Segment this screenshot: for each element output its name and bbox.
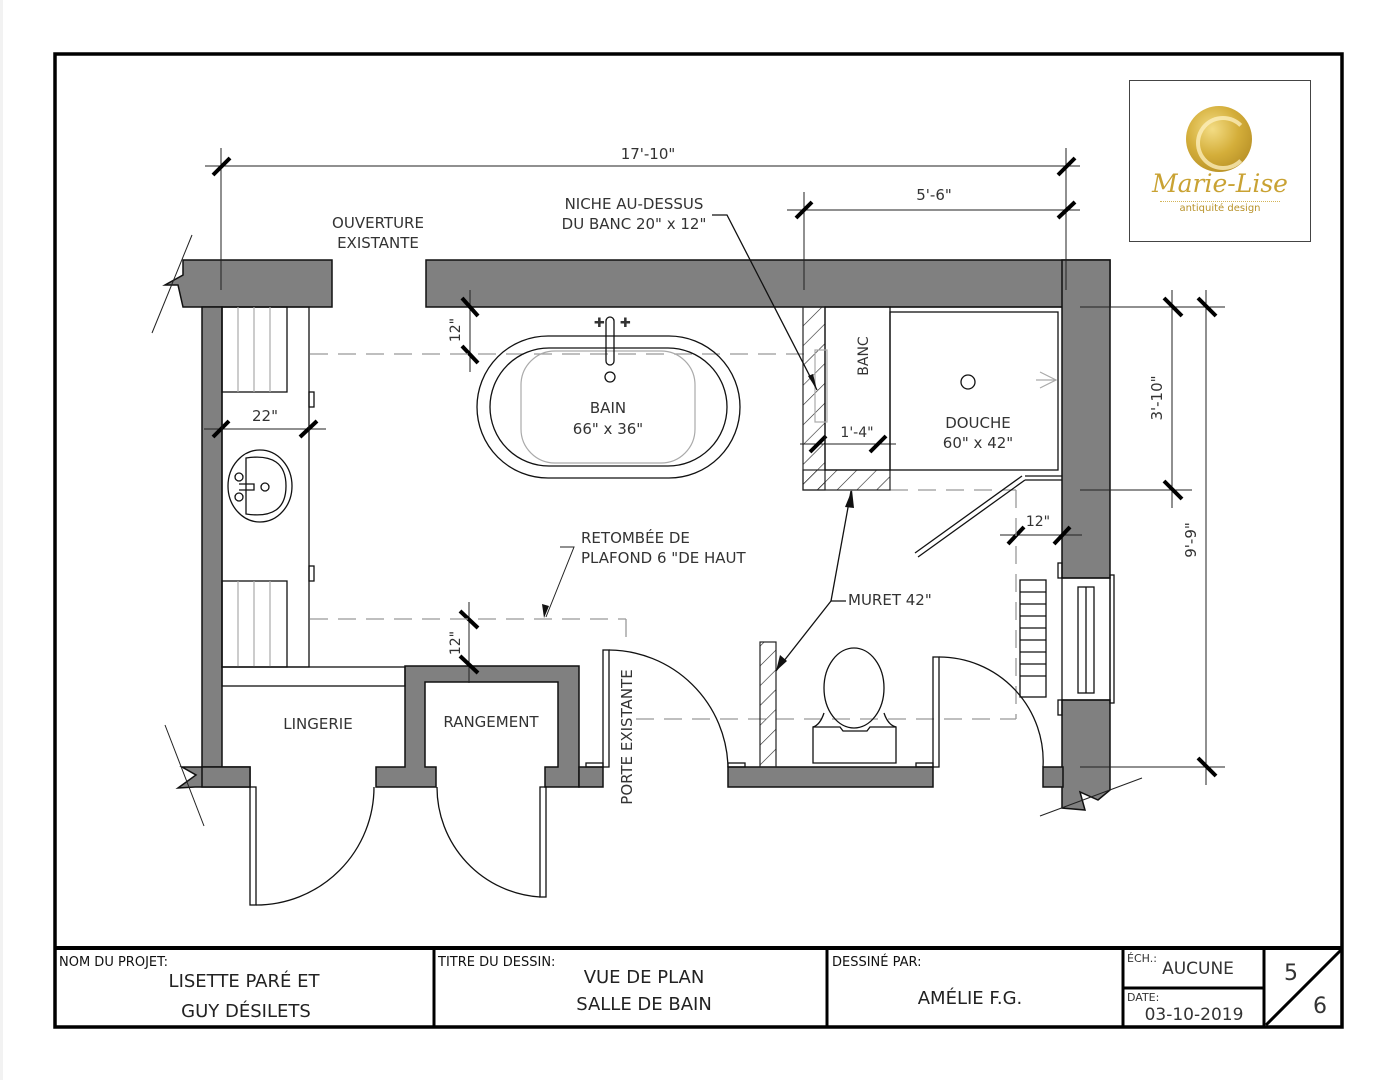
vanity-cabinets: [221, 306, 406, 687]
label-opening-line1: OUVERTURE: [332, 214, 424, 232]
drawing-title-caption: TITRE DU DESSIN:: [437, 955, 555, 970]
drawn-by-caption: DESSINÉ PAR:: [832, 954, 922, 970]
project-line1: LISETTE PARÉ ET: [169, 970, 321, 992]
page-edge: [0, 0, 3, 1080]
dim-right-offset: 12": [1026, 514, 1050, 530]
label-niche-line1: NICHE AU-DESSUS: [565, 195, 704, 213]
window: [1057, 562, 1115, 716]
dim-bench-depth: 1'-4": [840, 425, 873, 441]
label-existing-door: PORTE EXISTANTE: [618, 669, 636, 804]
sheet-border: [53, 52, 1344, 1029]
break-lines: [151, 234, 1143, 827]
logo-emblem-icon: [1186, 106, 1252, 172]
towel-radiator: [1019, 579, 1047, 698]
sheet-number: 5: [1284, 961, 1298, 986]
dim-overall-depth: 9'-9": [1182, 522, 1200, 558]
drawing-title-line2: SALLE DE BAIN: [576, 994, 712, 1015]
label-opening-line2: EXISTANTE: [337, 234, 419, 252]
project-caption: NOM DU PROJET:: [59, 955, 168, 970]
title-block: NOM DU PROJET: LISETTE PARÉ ET GUY DÉSIL…: [55, 946, 1343, 1027]
drawn-by: AMÉLIE F.G.: [918, 987, 1023, 1009]
date-value: 03-10-2019: [1145, 1005, 1244, 1025]
label-tub-size: 66" x 36": [573, 420, 643, 438]
dim-vanity-depth: 22": [252, 407, 278, 425]
project-line2: GUY DÉSILETS: [181, 1000, 311, 1022]
date-caption: DATE:: [1127, 991, 1159, 1004]
logo-tagline: antiquité design: [1160, 201, 1280, 214]
svg-text:✚: ✚: [594, 316, 605, 331]
soffit-outline: [310, 353, 1017, 720]
bathtub: ✚ ✚: [476, 316, 741, 479]
company-logo: Marie-Lise antiquité design: [1129, 80, 1311, 242]
dim-shower-width: 5'-6": [916, 186, 952, 204]
dim-soffit-offset: 12": [448, 631, 464, 655]
label-shower-name: DOUCHE: [945, 414, 1011, 432]
sink: [227, 449, 293, 523]
dim-shower-depth: 3'-10": [1148, 375, 1166, 420]
shower: [802, 306, 1062, 558]
label-soffit-line2: PLAFOND 6 "DE HAUT: [581, 549, 747, 567]
plan-labels: 17'-10" 5'-6" 3'-10" 9'-9" 22" 12" 12" 1…: [252, 145, 1200, 805]
toilet: [812, 647, 897, 764]
dim-tub-offset: 12": [448, 318, 464, 342]
logo-name: Marie-Lise: [1152, 169, 1288, 198]
label-bench: BANC: [856, 336, 872, 376]
half-wall: [759, 641, 777, 768]
label-soffit-line1: RETOMBÉE DE: [581, 528, 690, 547]
leader-lines: [542, 214, 854, 672]
drawing-title-line1: VUE DE PLAN: [584, 967, 705, 988]
dim-overall-width: 17'-10": [621, 145, 676, 163]
label-shower-size: 60" x 42": [943, 434, 1013, 452]
walls: [162, 259, 1111, 811]
label-tub-name: BAIN: [590, 399, 626, 417]
label-half-wall: MURET 42": [848, 591, 932, 609]
sheet-total: 6: [1313, 994, 1327, 1019]
label-niche-line2: DU BANC 20" x 12": [562, 215, 707, 233]
doors: [249, 649, 1044, 906]
scale-caption: ÉCH.:: [1127, 952, 1157, 965]
label-storage: RANGEMENT: [443, 713, 539, 731]
svg-text:✚: ✚: [620, 316, 631, 331]
scale-value: AUCUNE: [1162, 959, 1234, 979]
label-linen: LINGERIE: [283, 715, 352, 733]
